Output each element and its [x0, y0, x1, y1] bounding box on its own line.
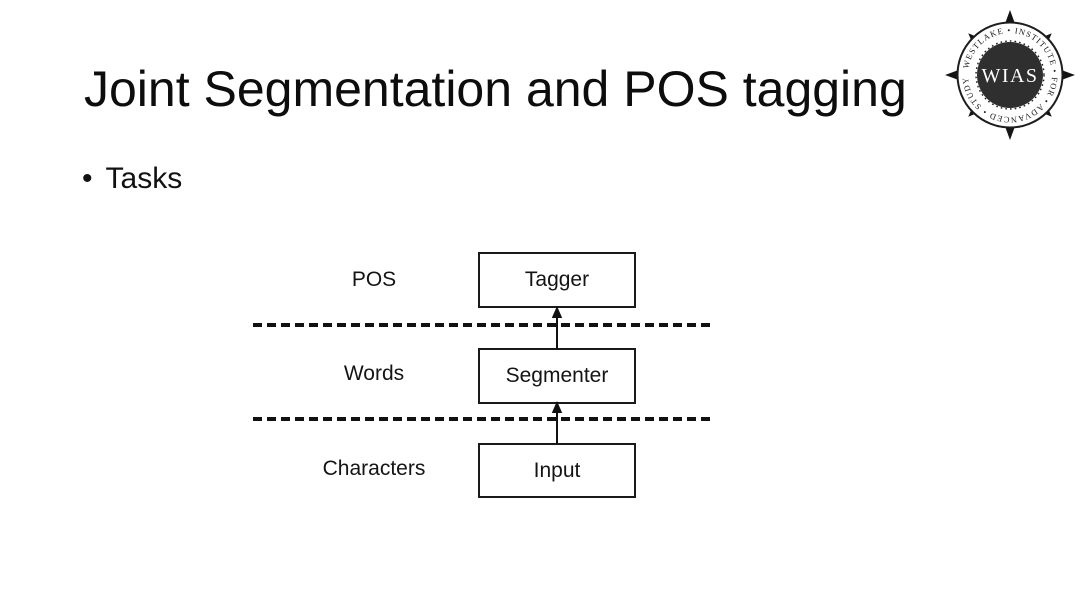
layer-label-words: Words: [343, 362, 405, 385]
wias-logo: WESTLAKE • INSTITUTE • FOR • ADVANCED • …: [945, 10, 1075, 140]
dashed-divider-words-characters: [253, 417, 710, 421]
layer-label-pos: POS: [351, 268, 397, 291]
task-box-input: Input: [478, 443, 636, 498]
arrow-up-icon: [551, 401, 563, 444]
bullet-label: Tasks: [105, 162, 183, 195]
task-box-tagger: Tagger: [478, 252, 636, 308]
dashed-divider-pos-words: [253, 323, 710, 327]
arrow-up-icon: [551, 306, 563, 349]
task-box-segmenter: Segmenter: [478, 348, 636, 404]
logo-inner-disc: [977, 42, 1043, 108]
page-title: Joint Segmentation and POS tagging: [84, 61, 907, 117]
bullet-marker: •: [82, 162, 93, 195]
bullet-item: • Tasks: [82, 162, 182, 197]
layer-label-characters: Characters: [322, 457, 426, 480]
logo-monogram: WIAS: [981, 65, 1038, 87]
